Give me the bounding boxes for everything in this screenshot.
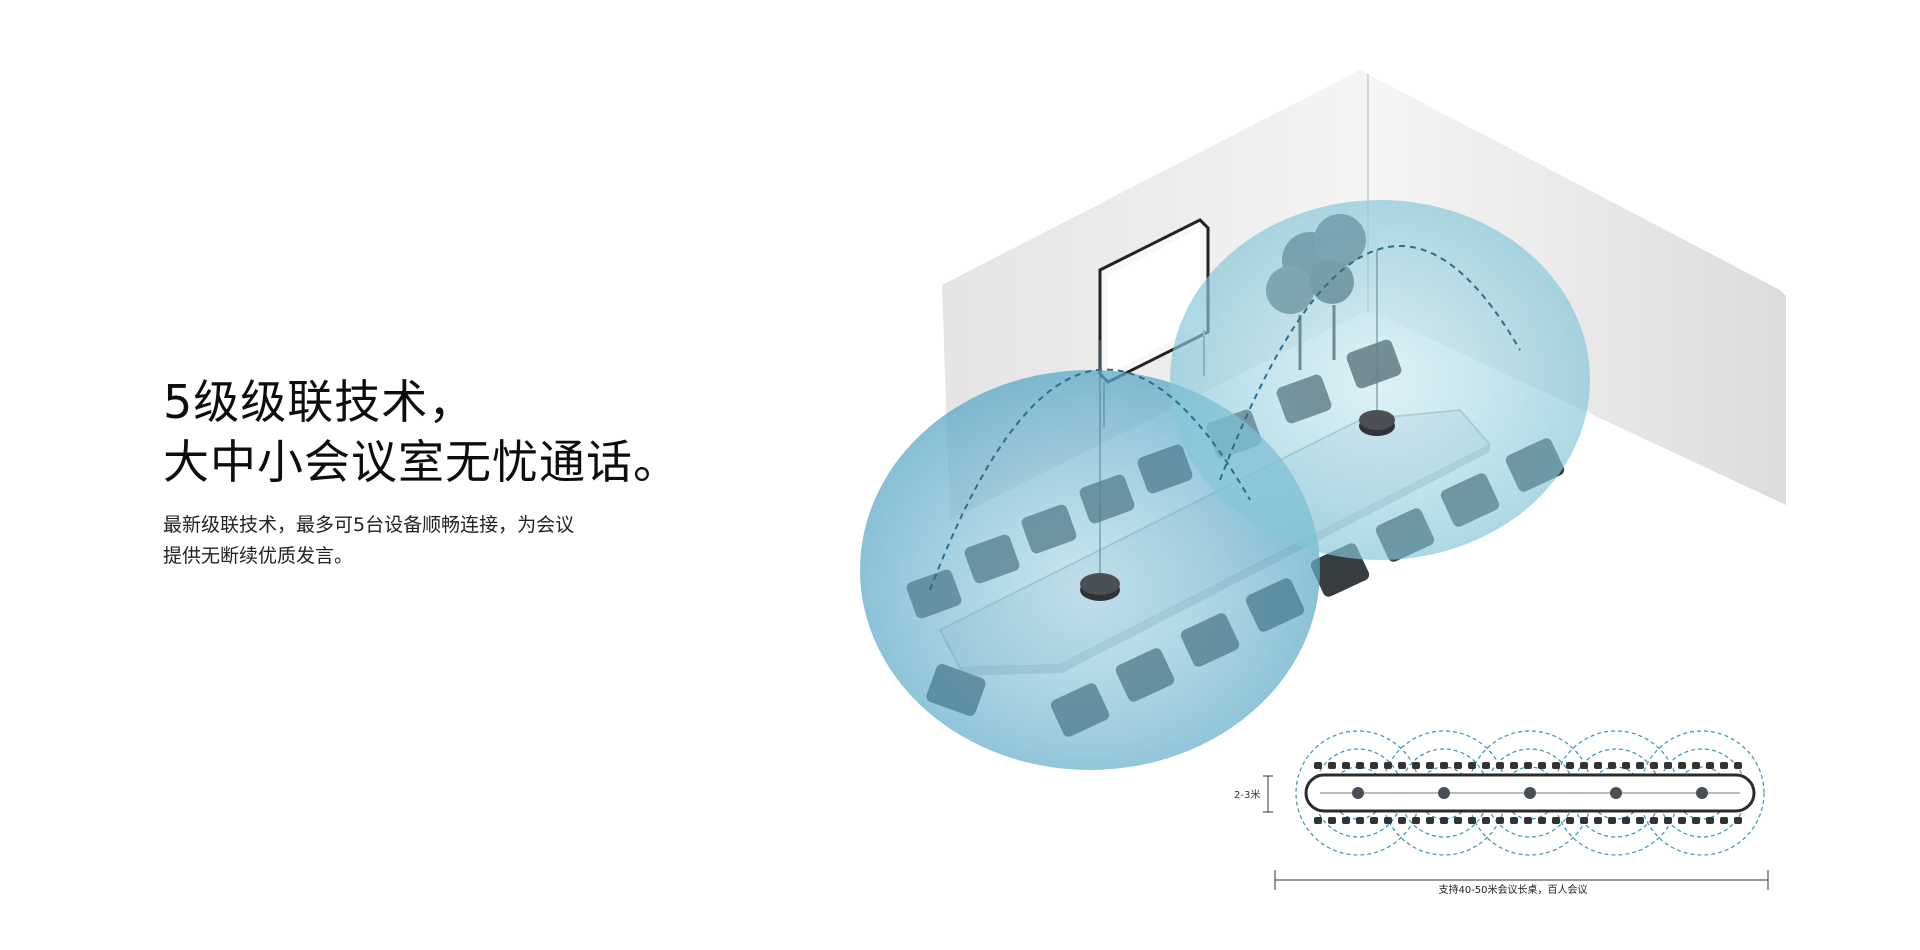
- device-dot-5: [1696, 787, 1708, 799]
- right-wall: [1360, 70, 1786, 505]
- speakerphone-device-2: [1359, 410, 1395, 436]
- feature-copy: 5级级联技术， 大中小会议室无忧通话。 最新级联技术，最多可5台设备顺畅连接，为…: [163, 372, 723, 572]
- cascade-diagram: 2-3米 支持40-50米会议长桌，百人会议: [1228, 720, 1798, 910]
- device-dot-3: [1524, 787, 1536, 799]
- device-dot-1: [1352, 787, 1364, 799]
- height-dimension-label: 2-3米: [1234, 790, 1261, 801]
- cascade-diagram-graphic: [1263, 730, 1769, 890]
- length-dimension-label: 支持40-50米会议长桌，百人会议: [1438, 885, 1588, 896]
- device-dot-4: [1610, 787, 1622, 799]
- feature-headline: 5级级联技术， 大中小会议室无忧通话。: [163, 372, 723, 492]
- headline-line-2: 大中小会议室无忧通话。: [163, 435, 680, 489]
- feature-description: 最新级联技术，最多可5台设备顺畅连接，为会议 提供无断续优质发言。: [163, 510, 643, 572]
- device-dot-2: [1438, 787, 1450, 799]
- description-line-2: 提供无断续优质发言。: [163, 545, 354, 567]
- description-line-1: 最新级联技术，最多可5台设备顺畅连接，为会议: [163, 514, 575, 536]
- coverage-dome-small: [1170, 200, 1590, 560]
- headline-line-1: 5级级联技术，: [163, 375, 476, 429]
- speakerphone-device-1: [1080, 573, 1120, 601]
- conference-room-illustration: [800, 50, 1800, 910]
- room-scene: [860, 70, 1786, 770]
